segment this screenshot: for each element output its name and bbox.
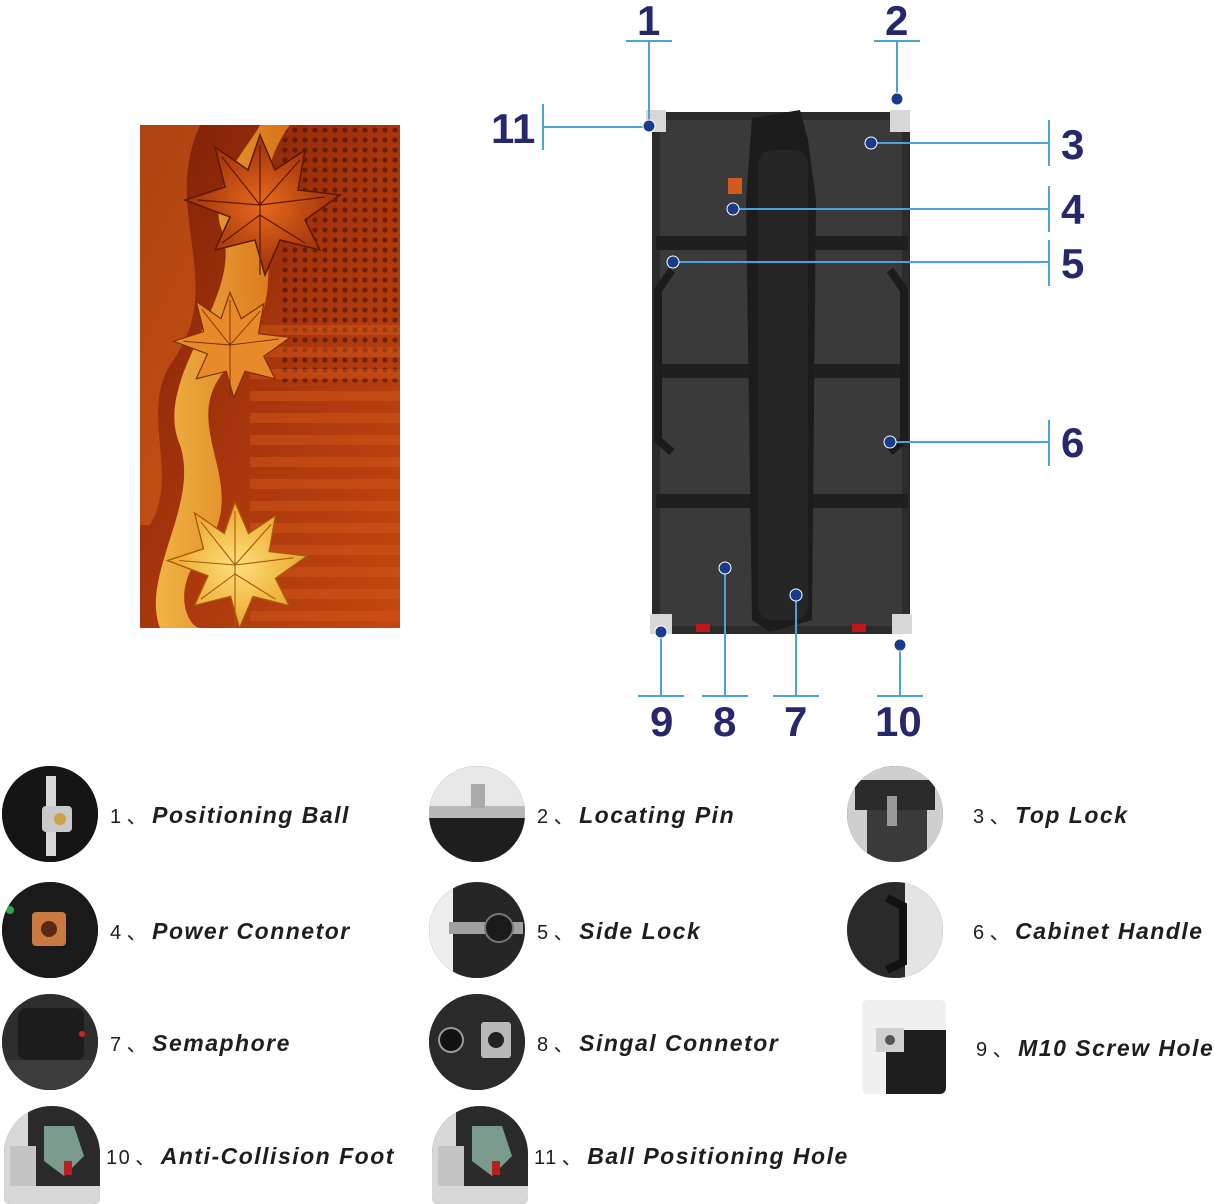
positioning-ball-thumbnail [2,766,98,862]
legend-item-positioning-ball: 1、Positioning Ball [2,766,350,862]
legend-label-positioning-ball: Positioning Ball [152,802,350,828]
cabinet-handle-thumbnail [847,882,943,978]
callout-number-3: 3 [1061,124,1084,166]
legend-label-semaphore: Semaphore [152,1030,291,1056]
legend-item-ball-positioning-hole: 11、Ball Positioning Hole [432,1106,849,1204]
legend-label-top-lock: Top Lock [1015,802,1128,828]
singal-connetor-thumbnail [429,994,525,1090]
legend-label-singal-connetor: Singal Connetor [579,1030,779,1056]
callout-number-5: 5 [1061,243,1084,285]
semaphore-thumbnail [2,994,98,1090]
callout-number-9: 9 [650,701,673,743]
legend-item-m10-screw-hole: 9、M10 Screw Hole [862,1000,1214,1094]
side-lock-thumbnail [429,882,525,978]
legend-item-top-lock: 3、Top Lock [847,766,1129,862]
callout-number-8: 8 [713,701,736,743]
legend-label-anti-collision-foot: Anti-Collision Foot [161,1143,395,1169]
callout-number-7: 7 [784,701,807,743]
legend-item-locating-pin: 2、Locating Pin [429,766,735,862]
ball-positioning-hole-thumbnail [432,1106,528,1204]
locating-pin-thumbnail [429,766,525,862]
legend-label-locating-pin: Locating Pin [579,802,735,828]
legend-label-m10-screw-hole: M10 Screw Hole [1018,1035,1214,1061]
legend-label-ball-positioning-hole: Ball Positioning Hole [587,1143,849,1169]
power-connetor-thumbnail [2,882,98,978]
callout-number-10: 10 [875,701,922,743]
legend-item-cabinet-handle: 6、Cabinet Handle [847,882,1204,978]
legend-item-semaphore: 7、Semaphore [2,994,291,1090]
rear-cabinet-diagram [0,0,1215,745]
callout-number-2: 2 [885,0,908,42]
top-lock-thumbnail [847,766,943,862]
legend-item-side-lock: 5、Side Lock [429,882,701,978]
legend-item-anti-collision-foot: 10、Anti-Collision Foot [4,1106,395,1204]
legend-item-singal-connetor: 8、Singal Connetor [429,994,779,1090]
m10-screw-hole-thumbnail [862,1000,946,1094]
anti-collision-foot-thumbnail [4,1106,100,1204]
callout-number-6: 6 [1061,422,1084,464]
legend-label-power-connetor: Power Connetor [152,918,351,944]
cabinet-back-view [646,110,912,634]
callout-number-11: 11 [491,108,535,150]
legend-label-side-lock: Side Lock [579,918,701,944]
legend-item-power-connetor: 4、Power Connetor [2,882,351,978]
callout-number-4: 4 [1061,189,1084,231]
callout-number-1: 1 [637,0,660,42]
legend-label-cabinet-handle: Cabinet Handle [1015,918,1203,944]
